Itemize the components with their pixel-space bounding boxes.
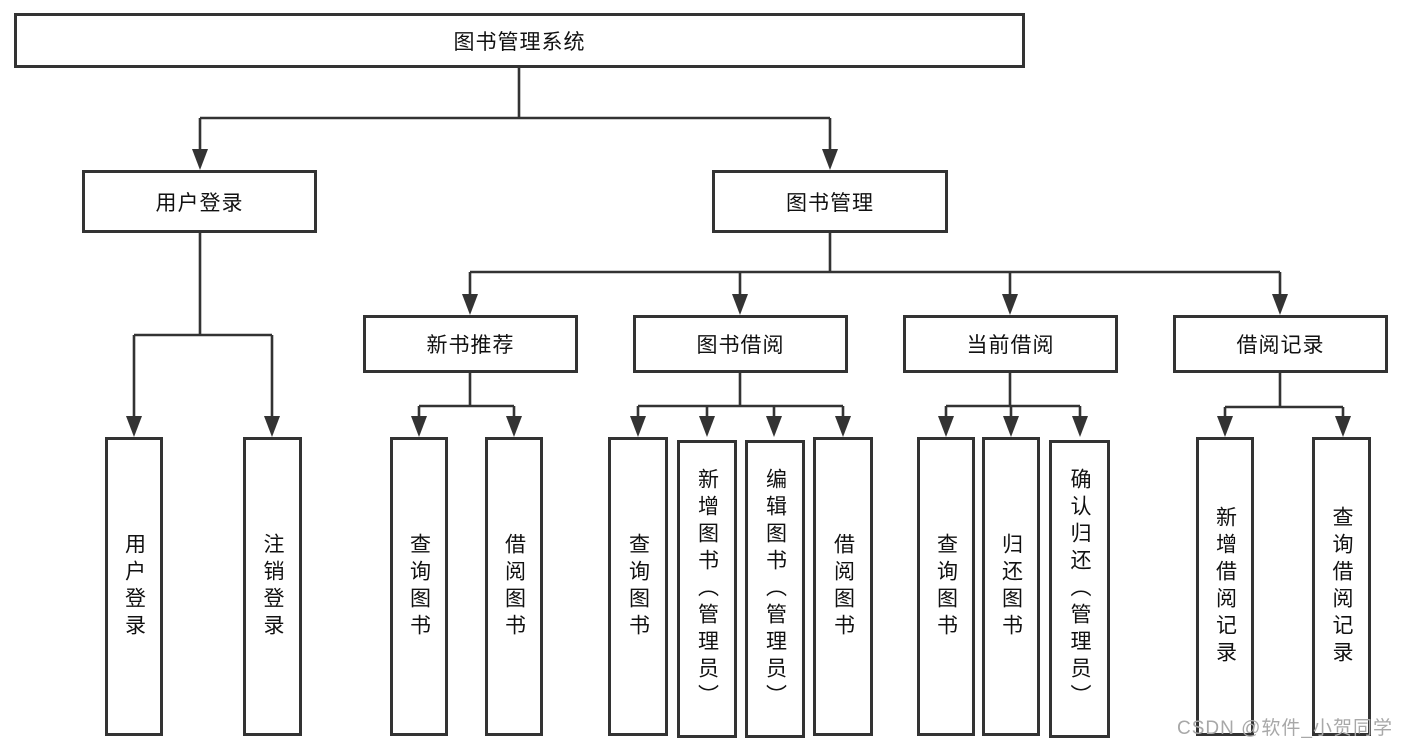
node-user-login: 用户登录: [82, 170, 317, 233]
connector-root-to-level2: [192, 68, 838, 170]
node-current-borrow: 当前借阅: [903, 315, 1118, 373]
leaf-cb-return-book: 归还图书: [982, 437, 1040, 736]
node-new-book-rec: 新书推荐: [363, 315, 578, 373]
node-root: 图书管理系统: [14, 13, 1025, 68]
leaf-user-login: 用户登录: [105, 437, 163, 736]
connector-book-borrow-children: [630, 373, 851, 437]
leaf-cb-query-book: 查询图书: [917, 437, 975, 736]
leaf-br-query-record: 查询借阅记录: [1312, 437, 1371, 736]
leaf-bb-query-book: 查询图书: [608, 437, 668, 736]
leaf-bb-add-book: 新增图书（管理员）: [677, 440, 737, 738]
leaf-bb-edit-book: 编辑图书（管理员）: [745, 440, 805, 738]
leaf-bb-borrow-book: 借阅图书: [813, 437, 873, 736]
leaf-cb-confirm-return: 确认归还（管理员）: [1049, 440, 1110, 738]
leaf-br-add-record: 新增借阅记录: [1196, 437, 1254, 736]
csdn-watermark: CSDN @软件_小贺同学: [1177, 718, 1393, 739]
connector-new-book-children: [411, 373, 522, 437]
node-book-borrow: 图书借阅: [633, 315, 848, 373]
leaf-nb-borrow-book: 借阅图书: [485, 437, 543, 736]
connector-current-borrow-children: [938, 373, 1088, 437]
connector-book-mgmt-children: [462, 233, 1288, 315]
connector-user-login-children: [126, 233, 280, 437]
connector-borrow-record-children: [1217, 373, 1351, 437]
node-book-mgmt: 图书管理: [712, 170, 948, 233]
node-borrow-record: 借阅记录: [1173, 315, 1388, 373]
leaf-logout: 注销登录: [243, 437, 302, 736]
leaf-nb-query-book: 查询图书: [390, 437, 448, 736]
